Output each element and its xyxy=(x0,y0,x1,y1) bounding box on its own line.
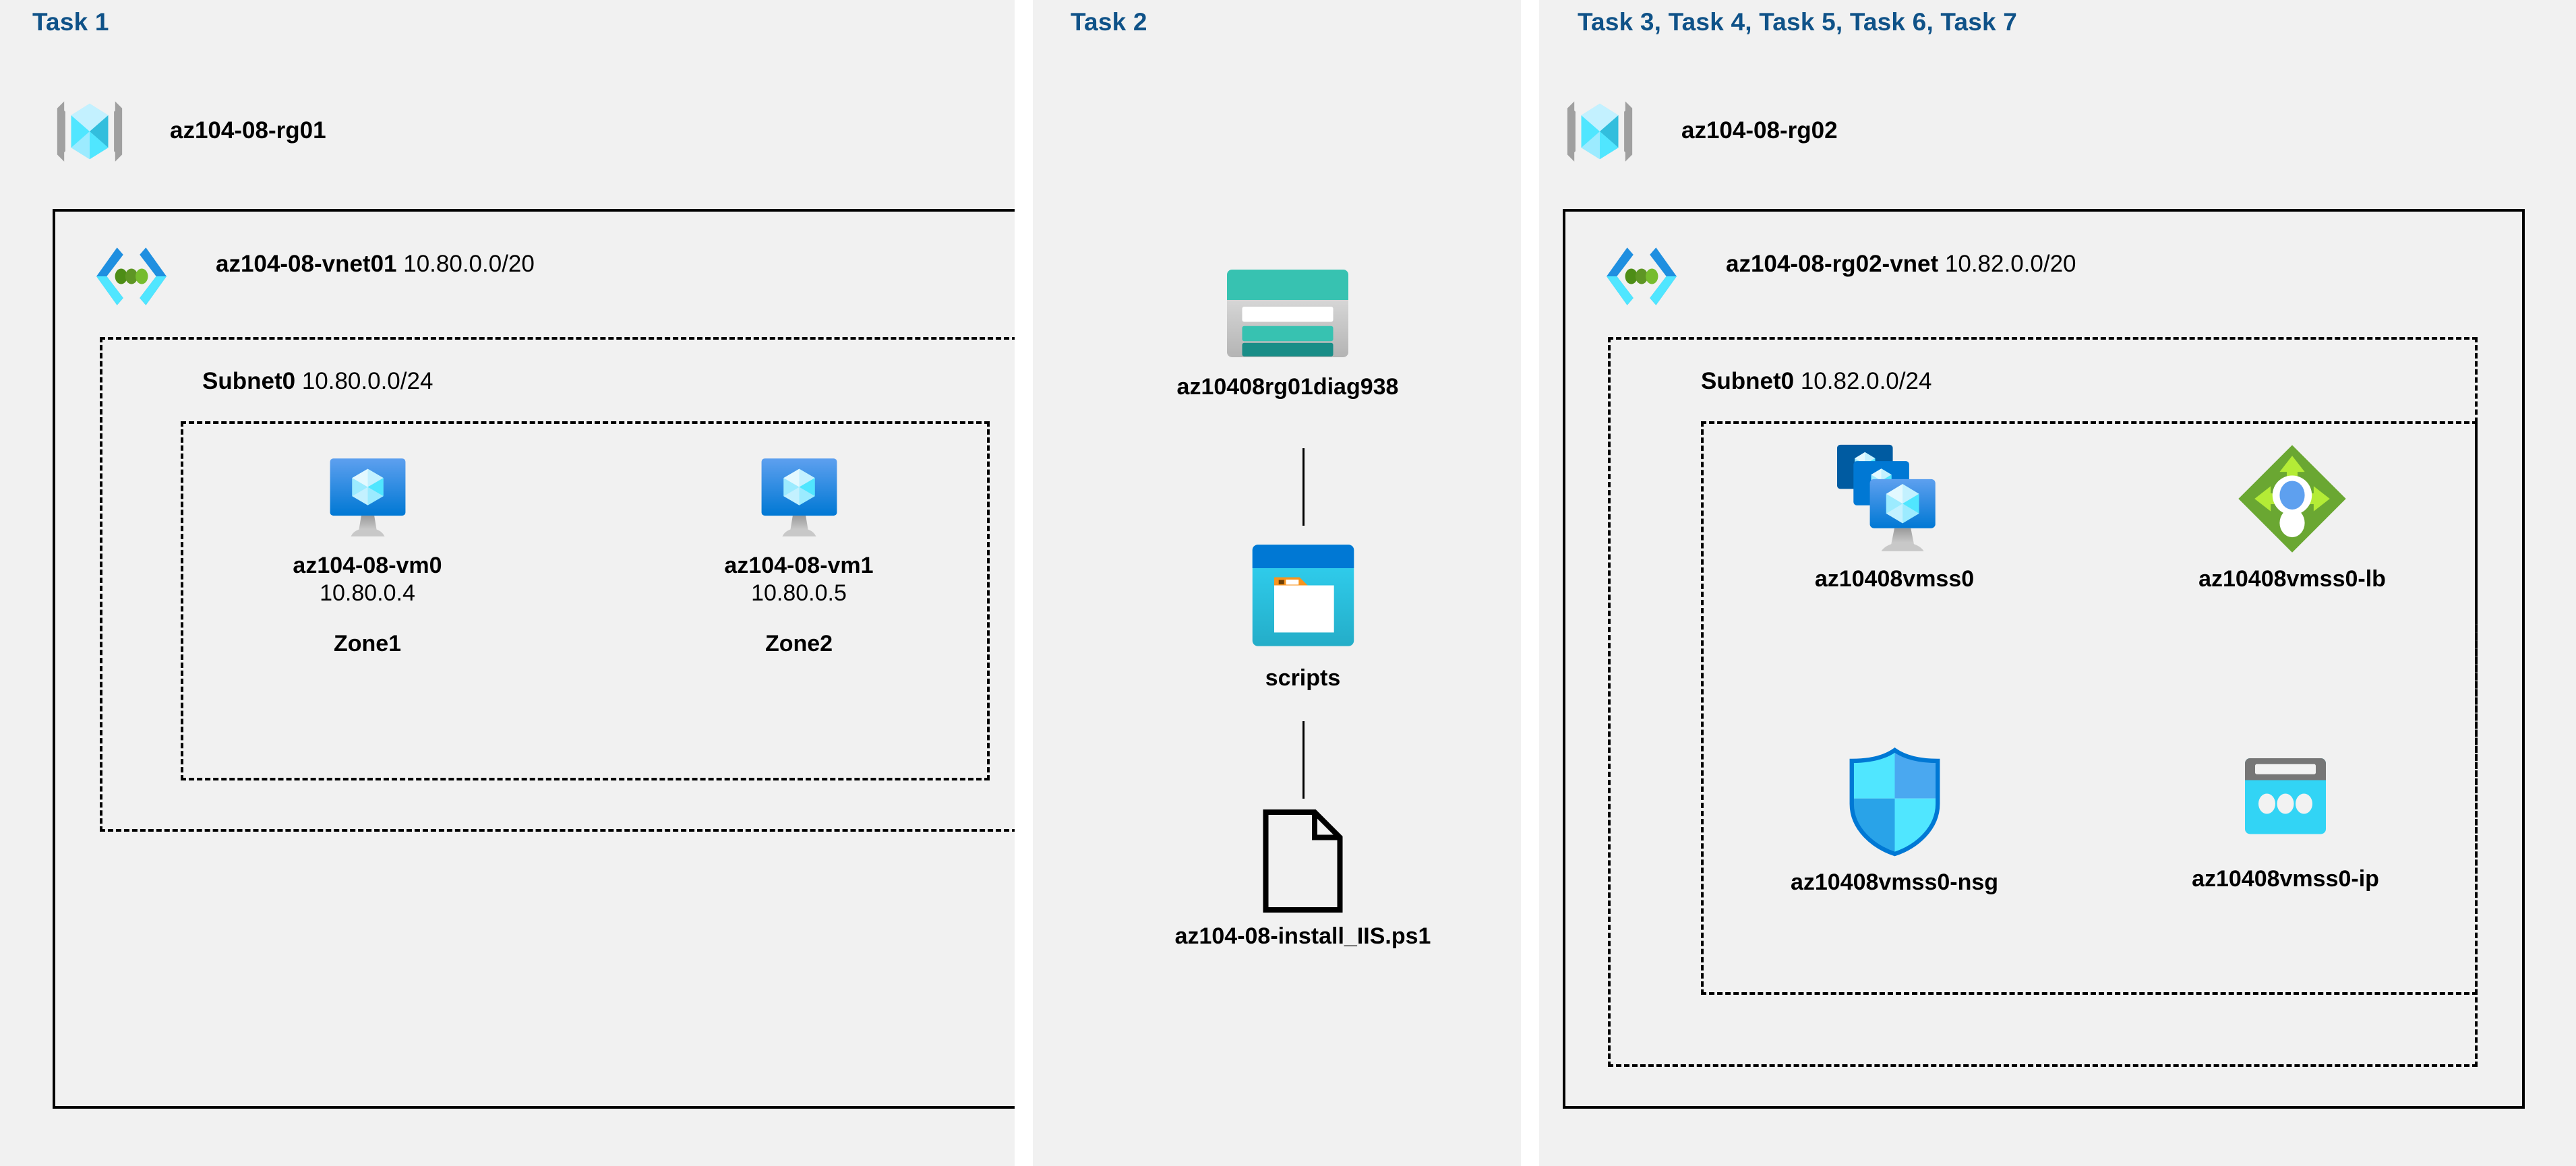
nsg-node: az10408vmss0-nsg xyxy=(1739,745,2049,896)
storage-account-icon xyxy=(1224,263,1352,364)
rg02-name: az104-08-rg02 xyxy=(1681,117,1838,144)
load-balancer-icon xyxy=(2235,441,2349,556)
virtual-machine-icon xyxy=(322,455,413,543)
subnet0-cidr-task1: 10.80.0.0/24 xyxy=(301,368,433,394)
vmss-icon-wrap xyxy=(1746,441,2043,556)
task-label-2: Task 2 xyxy=(1071,8,1147,36)
public-ip-name: az10408vmss0-ip xyxy=(2192,866,2379,892)
blob-container-icon xyxy=(1245,539,1361,655)
panel-task2-overlay xyxy=(1015,0,1033,1166)
resource-group-box-task3 xyxy=(1701,421,2478,995)
load-balancer-name: az10408vmss0-lb xyxy=(2198,566,2386,592)
file-name: az104-08-install_IIS.ps1 xyxy=(1174,923,1431,949)
panel-task3 xyxy=(1539,0,2576,1166)
public-ip-node: az10408vmss0-ip xyxy=(2117,751,2454,893)
rg02vnet-cidr: 10.82.0.0/20 xyxy=(1944,251,2076,277)
resource-group-label-rg02: az104-08-rg02 xyxy=(1681,117,1838,144)
storage-account-name: az10408rg01diag938 xyxy=(1176,374,1399,400)
vm-scale-set-icon xyxy=(1834,441,1955,556)
lb-icon-wrap xyxy=(2124,441,2461,556)
blob-container-node: scripts xyxy=(1146,539,1460,692)
vm1-zone: Zone2 xyxy=(765,630,833,656)
virtual-network-icon xyxy=(94,243,169,310)
task-label-1: Task 1 xyxy=(32,8,109,36)
vmss-name: az10408vmss0 xyxy=(1814,566,1975,592)
vm0-name: az104-08-vm0 xyxy=(293,553,442,578)
resource-group-label-rg01: az104-08-rg01 xyxy=(170,117,326,144)
task-label-3: Task 3, Task 4, Task 5, Task 6, Task 7 xyxy=(1578,8,2018,36)
container-icon-wrap xyxy=(1146,539,1460,655)
rg01-name: az104-08-rg01 xyxy=(170,117,326,144)
public-ip-address-icon xyxy=(2231,751,2339,856)
nsg-icon-wrap xyxy=(1739,745,2049,859)
vm-node-0: az104-08-vm0 10.80.0.4 Zone1 xyxy=(222,455,512,657)
pip-icon-wrap xyxy=(2117,751,2454,856)
vnet-box-rg02vnet xyxy=(1563,209,2525,1109)
vnet01-cidr: 10.80.0.0/20 xyxy=(403,251,535,277)
subnet-label-task3: Subnet0 10.82.0.0/24 xyxy=(1701,368,1931,395)
connector-storage-scripts xyxy=(1302,448,1305,526)
resource-group-icon xyxy=(53,94,127,168)
virtual-machine-icon xyxy=(754,455,845,543)
vm1-ip: 10.80.0.5 xyxy=(751,580,847,607)
subnet-label-task1: Subnet0 10.80.0.0/24 xyxy=(202,368,433,395)
rg02vnet-name: az104-08-rg02-vnet xyxy=(1726,251,1939,277)
vm0-zone: Zone1 xyxy=(333,630,402,656)
vmss-node: az10408vmss0 xyxy=(1746,441,2043,593)
network-security-group-icon xyxy=(1843,745,1947,859)
vnet-label-vnet01: az104-08-vnet01 10.80.0.0/20 xyxy=(216,251,535,278)
resource-group-icon xyxy=(1563,94,1637,168)
vnet01-name: az104-08-vnet01 xyxy=(216,251,397,277)
subnet0-name-task3: Subnet0 xyxy=(1701,368,1795,394)
panel-task1 xyxy=(0,0,1015,1166)
nsg-name: az10408vmss0-nsg xyxy=(1790,869,1999,895)
connector-scripts-file xyxy=(1302,721,1305,799)
vm-node-1: az104-08-vm1 10.80.0.5 Zone2 xyxy=(654,455,944,657)
virtual-network-icon xyxy=(1605,243,1679,310)
vnet-label-rg02vnet: az104-08-rg02-vnet 10.82.0.0/20 xyxy=(1726,251,2076,278)
storage-icon-wrap xyxy=(1112,263,1463,364)
file-node: az104-08-install_IIS.ps1 xyxy=(1079,809,1527,950)
subnet0-cidr-task3: 10.82.0.0/24 xyxy=(1800,368,1932,394)
vm0-icon-wrap xyxy=(222,455,512,543)
vm-group-box-task1 xyxy=(181,421,990,780)
file-icon xyxy=(1261,809,1345,913)
vm1-icon-wrap xyxy=(654,455,944,543)
subnet0-name-task1: Subnet0 xyxy=(202,368,296,394)
load-balancer-node: az10408vmss0-lb xyxy=(2124,441,2461,593)
file-icon-wrap xyxy=(1079,809,1527,913)
panel-gap-right xyxy=(1521,0,1539,1166)
vm0-ip: 10.80.0.4 xyxy=(320,580,415,607)
blob-container-name: scripts xyxy=(1265,665,1341,691)
vm1-name: az104-08-vm1 xyxy=(724,553,874,578)
storage-account-node: az10408rg01diag938 xyxy=(1112,263,1463,401)
